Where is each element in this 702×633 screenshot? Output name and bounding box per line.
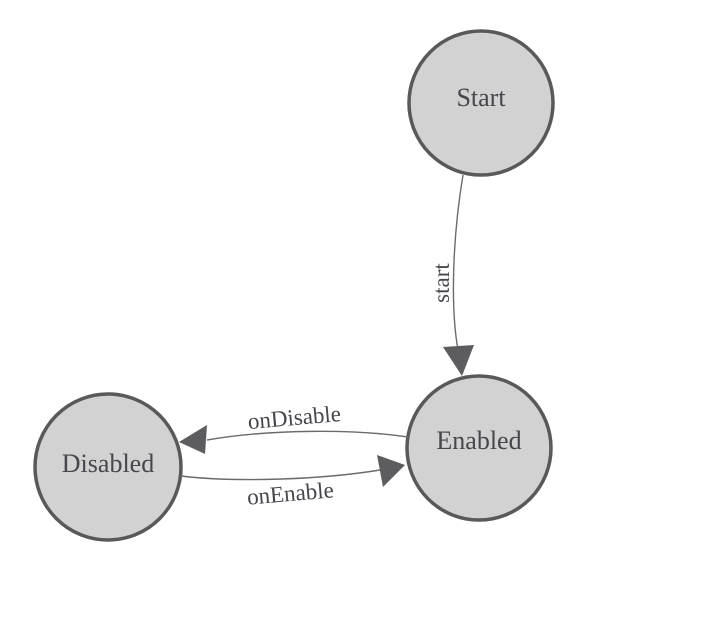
arrowhead-down-icon [443,345,474,376]
transition-line[interactable] [452,174,464,351]
state-label-start: Start [456,83,506,112]
transition-start-to-enabled[interactable]: start [429,174,474,376]
state-circle-disabled[interactable] [33,392,183,542]
transition-line[interactable] [180,469,381,481]
state-label-disabled: Disabled [62,449,154,478]
state-circle-enabled[interactable] [405,374,553,522]
transition-label-ondisable: onDisable [247,401,342,434]
transition-enabled-to-disabled[interactable]: onDisable [179,401,409,454]
state-node-start[interactable]: Start [407,29,555,177]
transition-label-onenable: onEnable [246,477,335,509]
arrowhead-right-icon [377,455,405,487]
state-node-enabled[interactable]: Enabled [405,374,553,522]
state-node-disabled[interactable]: Disabled [33,392,183,542]
state-label-enabled: Enabled [436,426,521,455]
transition-disabled-to-enabled[interactable]: onEnable [180,455,405,510]
arrowhead-left-icon [179,425,207,454]
transition-line[interactable] [206,430,409,441]
state-circle-start[interactable] [407,29,555,177]
transition-label-start: start [429,263,454,303]
